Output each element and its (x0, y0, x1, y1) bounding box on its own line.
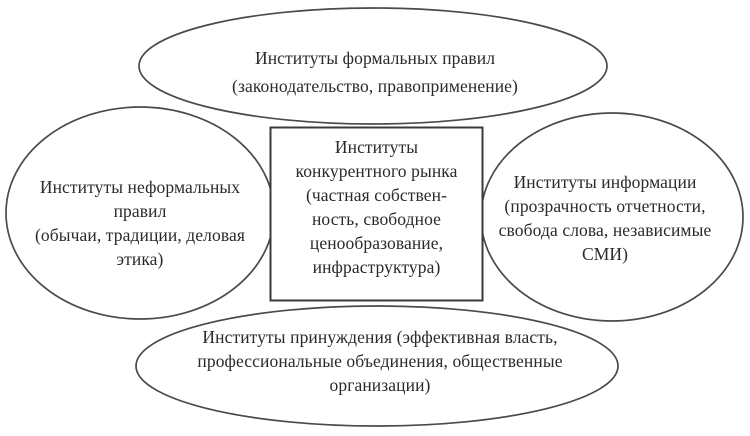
node-informal-rules-line: Институты неформальных (39, 177, 241, 197)
node-competitive-market-line: инфраструктура) (312, 257, 441, 277)
node-informal-rules: Институты неформальных правил (обычаи, т… (8, 175, 272, 271)
node-competitive-market: Институты конкурентного рынка (частная с… (272, 135, 481, 279)
node-competitive-market-line: (частная собствен- (305, 185, 448, 205)
center-rectangle-shape (269, 126, 484, 302)
node-formal-rules: Институты формальных правил (законодател… (155, 44, 595, 100)
node-coercion-line: Институты принуждения (эффективная власт… (202, 327, 558, 347)
bottom-ellipse-shape (135, 305, 619, 427)
node-informal-rules-line: этика) (116, 249, 164, 269)
node-information-line: Институты информации (513, 172, 697, 192)
node-coercion-line: профессиональные объединения, общественн… (197, 351, 563, 371)
node-competitive-market-line: ценообразование, (309, 233, 444, 253)
node-competitive-market-line: ность, свободное (311, 209, 442, 229)
node-information: Институты информации (прозрачность отчет… (473, 170, 737, 266)
top-ellipse-shape (138, 7, 608, 125)
node-competitive-market-line: Институты (334, 137, 419, 157)
node-coercion-line: организации) (329, 375, 431, 395)
node-information-line: СМИ) (581, 244, 629, 264)
node-informal-rules-line: (обычаи, традиции, деловая (34, 225, 246, 245)
node-information-line: (прозрачность отчетности, (504, 196, 706, 216)
node-formal-rules-line: Институты формальных правил (254, 48, 496, 68)
node-formal-rules-line: (законодательство, правоприменение) (232, 76, 518, 96)
node-competitive-market-line: конкурентного рынка (295, 161, 458, 181)
node-information-line: свобода слова, независимые (498, 220, 712, 240)
node-coercion: Институты принуждения (эффективная власт… (150, 325, 610, 397)
node-informal-rules-line: правил (113, 201, 167, 221)
